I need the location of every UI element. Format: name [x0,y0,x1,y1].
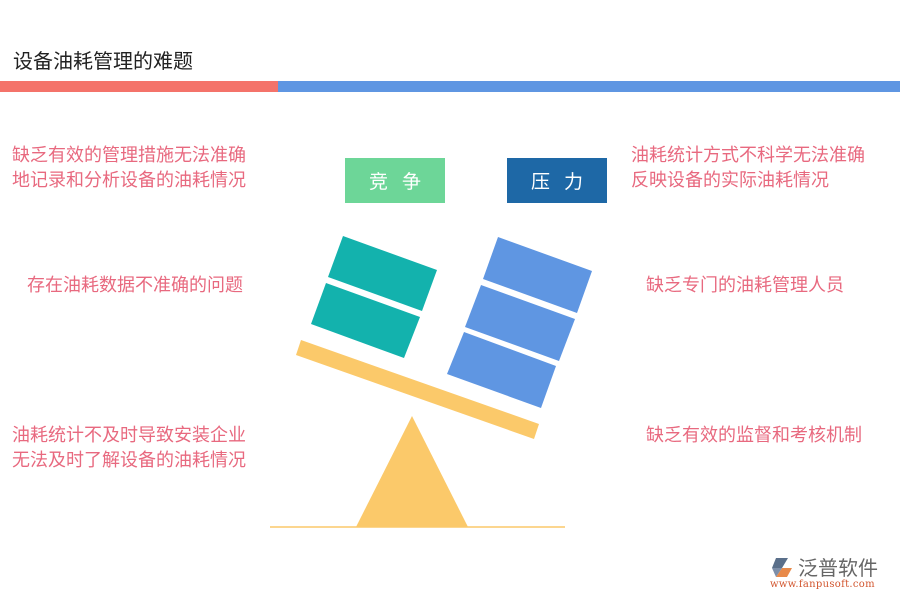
pressure-tag: 压力 [507,158,607,203]
title-underline-blue [278,81,900,92]
page-title: 设备油耗管理的难题 [13,49,193,73]
right-item-3: 缺乏有效的监督和考核机制 [646,423,862,448]
fanpu-logo-icon [772,557,792,577]
logo-url: www.fanpusoft.com [770,579,875,590]
left-item-3-line2: 无法及时了解设备的油耗情况 [12,450,246,471]
teal-block-1 [328,236,437,311]
left-item-1: 缺乏有效的管理措施无法准确 地记录和分析设备的油耗情况 [12,143,246,193]
left-item-2: 存在油耗数据不准确的问题 [27,273,243,298]
blue-block-3 [447,332,556,408]
left-item-3-line1: 油耗统计不及时导致安装企业 [12,425,246,446]
scale-beam [296,340,539,439]
blue-block-2 [465,285,575,361]
blue-block-1 [483,237,592,313]
left-item-2-line1: 存在油耗数据不准确的问题 [27,275,243,296]
fulcrum-triangle [356,416,468,527]
logo-name: 泛普软件 [798,556,878,580]
brand-logo: 泛普软件 www.fanpusoft.com [770,552,895,590]
right-item-3-line1: 缺乏有效的监督和考核机制 [646,425,862,446]
title-underline-red [0,81,278,92]
competition-tag: 竞争 [345,158,445,203]
right-item-2: 缺乏专门的油耗管理人员 [646,273,844,298]
teal-block-2 [311,283,420,358]
right-item-1-line2: 反映设备的实际油耗情况 [631,170,829,191]
left-item-3: 油耗统计不及时导致安装企业 无法及时了解设备的油耗情况 [12,423,246,473]
right-item-1-line1: 油耗统计方式不科学无法准确 [631,145,865,166]
left-item-1-line2: 地记录和分析设备的油耗情况 [12,170,246,191]
right-item-1: 油耗统计方式不科学无法准确 反映设备的实际油耗情况 [631,143,865,193]
left-item-1-line1: 缺乏有效的管理措施无法准确 [12,145,246,166]
right-item-2-line1: 缺乏专门的油耗管理人员 [646,275,844,296]
